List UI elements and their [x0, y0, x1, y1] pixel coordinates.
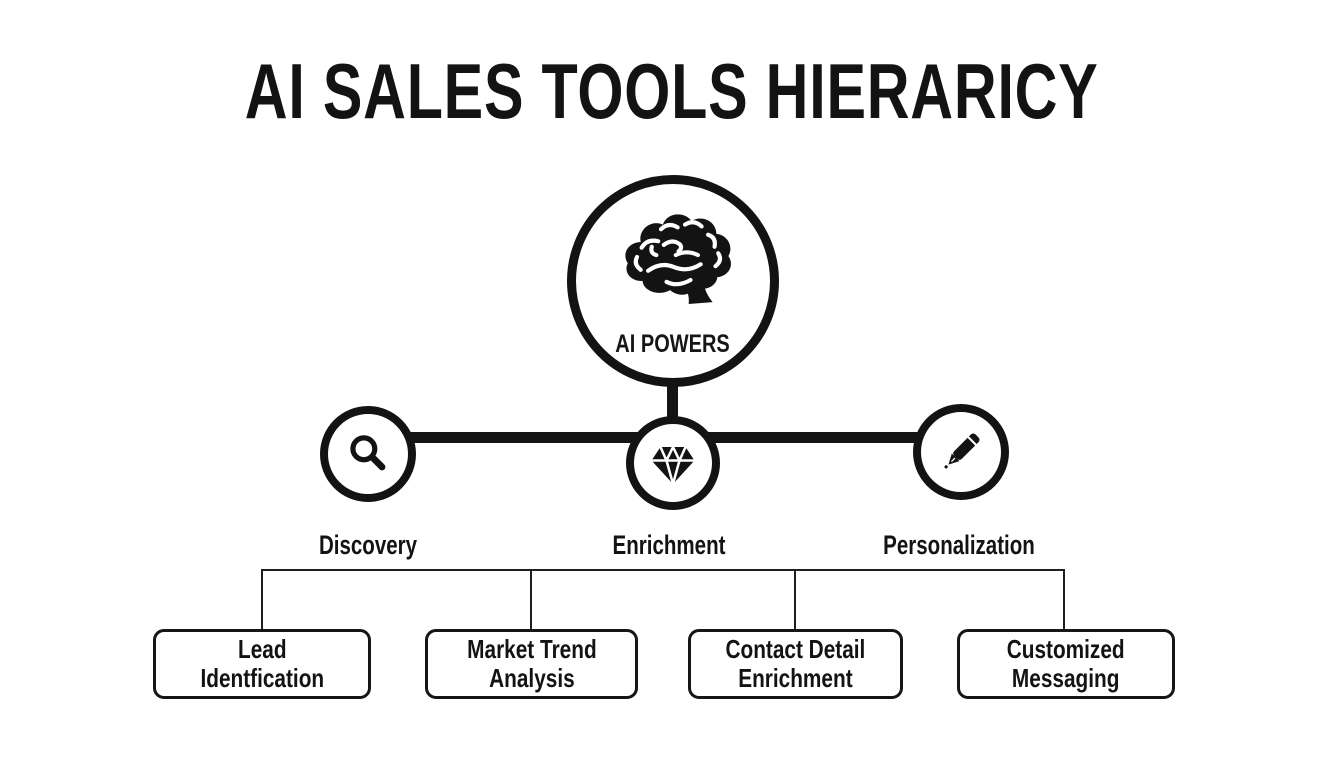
branch-label-discovery: Discovery [318, 530, 418, 560]
leaf-text-line1: Customized [1007, 633, 1125, 664]
leaf-text-line2: Analysis [488, 663, 575, 693]
leaf-text-line1: Lead [237, 633, 287, 664]
page-title: AI SALES TOOLS HIERARICY [0, 52, 1344, 130]
leaf-text-line2: Identfication [200, 663, 324, 693]
leaf-text-line1: Contact Detail [725, 633, 866, 664]
root-connector-line [667, 382, 678, 424]
magnifier-icon [350, 435, 386, 471]
tree-horizontal-line [261, 569, 1065, 571]
leaf-box-lead-identfication: Lead Identfication [153, 629, 371, 699]
branch-node-personalization [913, 404, 1009, 500]
tree-vertical-line-4 [1063, 570, 1065, 630]
leaf-text-line1: Market Trend [466, 633, 597, 664]
root-node-circle: AI POWERS [567, 175, 779, 387]
tree-vertical-line-3 [794, 570, 796, 630]
page-title-text: AI SALES TOOLS HIERARICY [245, 47, 1099, 135]
branch-node-enrichment [626, 416, 720, 510]
brain-icon [576, 204, 770, 313]
tree-vertical-line-1 [261, 570, 263, 630]
root-node-label: AI POWERS [615, 330, 731, 358]
leaf-box-contact-detail-enrichment: Contact Detail Enrichment [688, 629, 903, 699]
diamond-icon [651, 444, 695, 485]
tree-vertical-line-2 [530, 570, 532, 630]
pen-icon [944, 433, 980, 469]
leaf-box-market-trend-analysis: Market Trend Analysis [425, 629, 638, 699]
leaf-box-customized-messaging: Customized Messaging [957, 629, 1175, 699]
leaf-text-line2: Messaging [1012, 663, 1120, 693]
branch-label-personalization: Personalization [883, 530, 1035, 560]
leaf-text-line2: Enrichment [738, 663, 853, 693]
branch-label-enrichment: Enrichment [612, 530, 726, 560]
branch-node-discovery [320, 406, 416, 502]
